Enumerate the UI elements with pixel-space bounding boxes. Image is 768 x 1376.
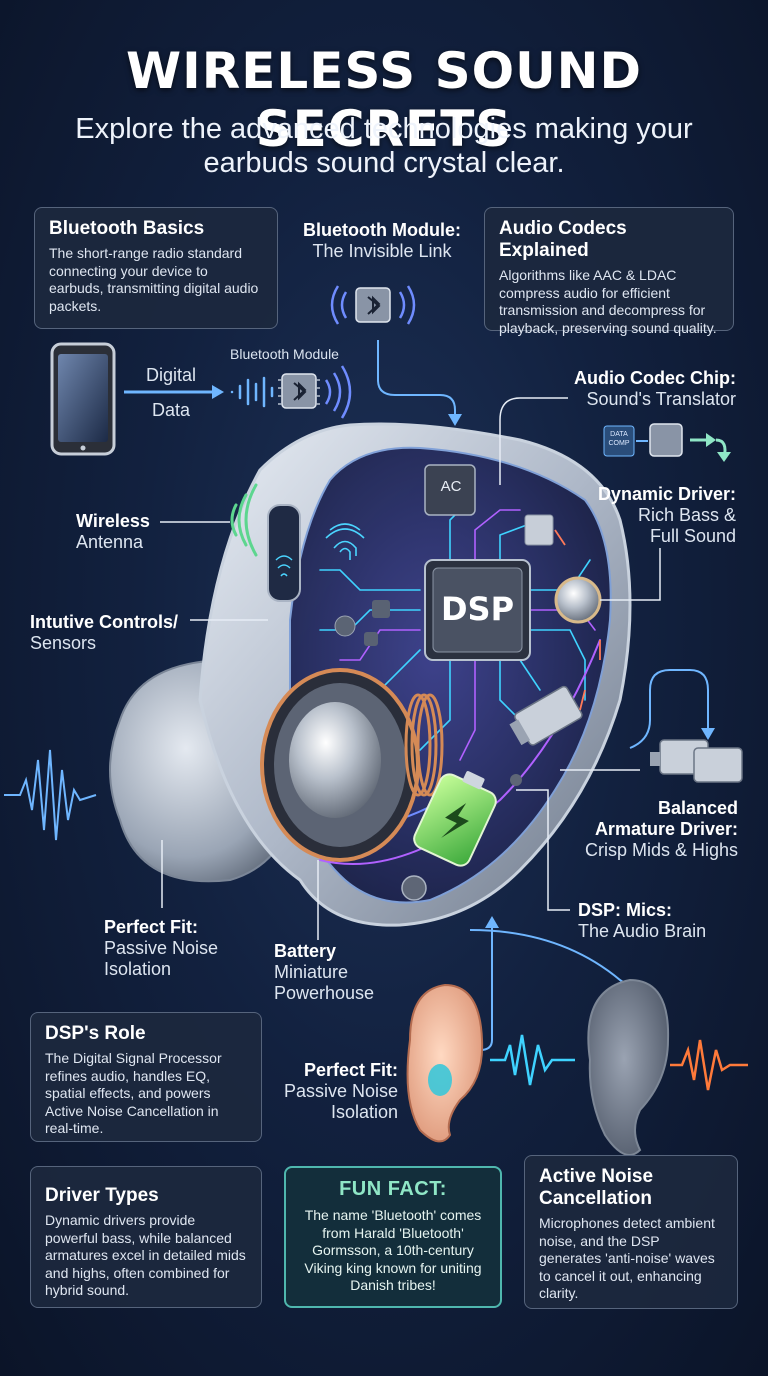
antenna-wave-icon [230, 483, 258, 557]
label-line: Crisp Mids & Highs [584, 840, 738, 860]
label-line: Miniature [274, 962, 349, 982]
label-wireless-antenna: Wireless Antenna [76, 511, 186, 553]
card-title: Audio Codecs Explained [499, 218, 627, 261]
chip-ac-label: AC [440, 478, 462, 495]
page-title: WIRELESS SOUND SECRETS [125, 42, 643, 158]
label-line: Intutive Controls/ [30, 612, 178, 632]
bluetooth-chip-icon [278, 373, 320, 409]
fingerprint-icon [325, 523, 365, 560]
sound-wave-icon [4, 749, 97, 841]
label-line: Audio Codec Chip: [574, 368, 736, 388]
fun-fact-title: FUN FACT: [339, 1178, 447, 1200]
label-line: Armature Driver: [594, 819, 738, 839]
label-line: Passive Noise [283, 1081, 398, 1101]
label-battery: Battery Miniature Powerhouse [274, 941, 404, 1004]
card-bluetooth-basics: Bluetooth Basics The short-range radio s… [34, 207, 278, 329]
card-audio-codecs: Audio Codecs Explained Algorithms like A… [484, 207, 734, 336]
card-active-noise-cancellation: Active Noise Cancellation Microphones de… [524, 1155, 738, 1309]
label-line: The Audio Brain [578, 921, 707, 941]
label-line: Perfect Fit: [303, 1060, 398, 1080]
label-line: The Invisible Link [312, 241, 452, 261]
card-title: Bluetooth Basics [49, 218, 205, 239]
card-body: Algorithms like AAC & LDAC compress audi… [499, 267, 717, 336]
label-line: Sensors [30, 633, 97, 653]
label-line: Full Sound [649, 526, 736, 546]
card-driver-types: Driver Types Dynamic drivers provide pow… [30, 1166, 262, 1308]
label-line: Battery [274, 941, 337, 961]
label-perfect-fit: Perfect Fit: Passive Noise Isolation [104, 917, 244, 980]
label-bluetooth-module: Bluetooth Module: The Invisible Link [292, 220, 472, 262]
battery-icon [413, 771, 497, 867]
card-fun-fact: FUN FACT: The name 'Bluetooth' comes fro… [284, 1166, 502, 1308]
label-line: Rich Bass & [637, 505, 736, 525]
label-digital-data: Digital Data [134, 365, 208, 421]
label-audio-codec-chip: Audio Codec Chip: Sound's Translator [540, 368, 736, 410]
label-line: Isolation [104, 959, 172, 979]
card-body: Microphones detect ambient noise, and th… [539, 1215, 715, 1301]
label-perfect-fit-ear: Perfect Fit: Passive Noise Isolation [272, 1060, 398, 1123]
label-bluetooth-module-small: Bluetooth Module [230, 346, 339, 362]
label-line: Dynamic Driver: [597, 484, 736, 504]
card-title: Active Noise Cancellation [539, 1166, 654, 1209]
label-line: Sound's Translator [586, 389, 736, 409]
card-title: DSP's Role [45, 1023, 146, 1044]
arrow-icon [124, 385, 224, 399]
card-title: Driver Types [45, 1185, 159, 1206]
label-dsp-mics: DSP: Mics: The Audio Brain [578, 900, 728, 942]
label-line: Powerhouse [274, 983, 375, 1003]
label-line: Perfect Fit: [104, 917, 199, 937]
phone-icon [50, 342, 116, 456]
codec-data-tag: DATA COMP [606, 430, 632, 448]
signal-wave-icon [230, 376, 274, 408]
label-dynamic-driver: Dynamic Driver: Rich Bass & Full Sound [560, 484, 736, 547]
label-line: Bluetooth Module: [303, 220, 461, 240]
chip-dsp-label: DSP [440, 590, 515, 628]
label-line: Data [151, 400, 191, 420]
card-dsp-role: DSP's Role The Digital Signal Processor … [30, 1012, 262, 1142]
label-controls-sensors: Intutive Controls/ Sensors [30, 612, 200, 654]
ear-icon [406, 983, 484, 1143]
label-line: Digital [145, 365, 197, 385]
label-line: DSP: Mics: [578, 900, 673, 920]
tag-line: DATA [610, 431, 628, 438]
label-line: Passive Noise [104, 938, 219, 958]
label-line: Antenna [76, 532, 144, 552]
card-body: The short-range radio standard connectin… [49, 245, 259, 314]
ear-icon [587, 978, 670, 1156]
card-body: Dynamic drivers provide powerful bass, w… [45, 1212, 246, 1298]
label-line: Isolation [330, 1102, 398, 1122]
label-line: Balanced [657, 798, 738, 818]
page-subtitle: Explore the advanced technologies making… [75, 113, 693, 179]
card-body: The Digital Signal Processor refines aud… [45, 1050, 222, 1136]
bluetooth-chip-icon [355, 287, 391, 323]
tag-line: COMP [608, 440, 630, 447]
label-balanced-armature: Balanced Armature Driver: Crisp Mids & H… [560, 798, 738, 861]
fun-fact-body: The name 'Bluetooth' comes from Harald '… [304, 1207, 482, 1293]
label-line: Wireless [76, 511, 150, 531]
